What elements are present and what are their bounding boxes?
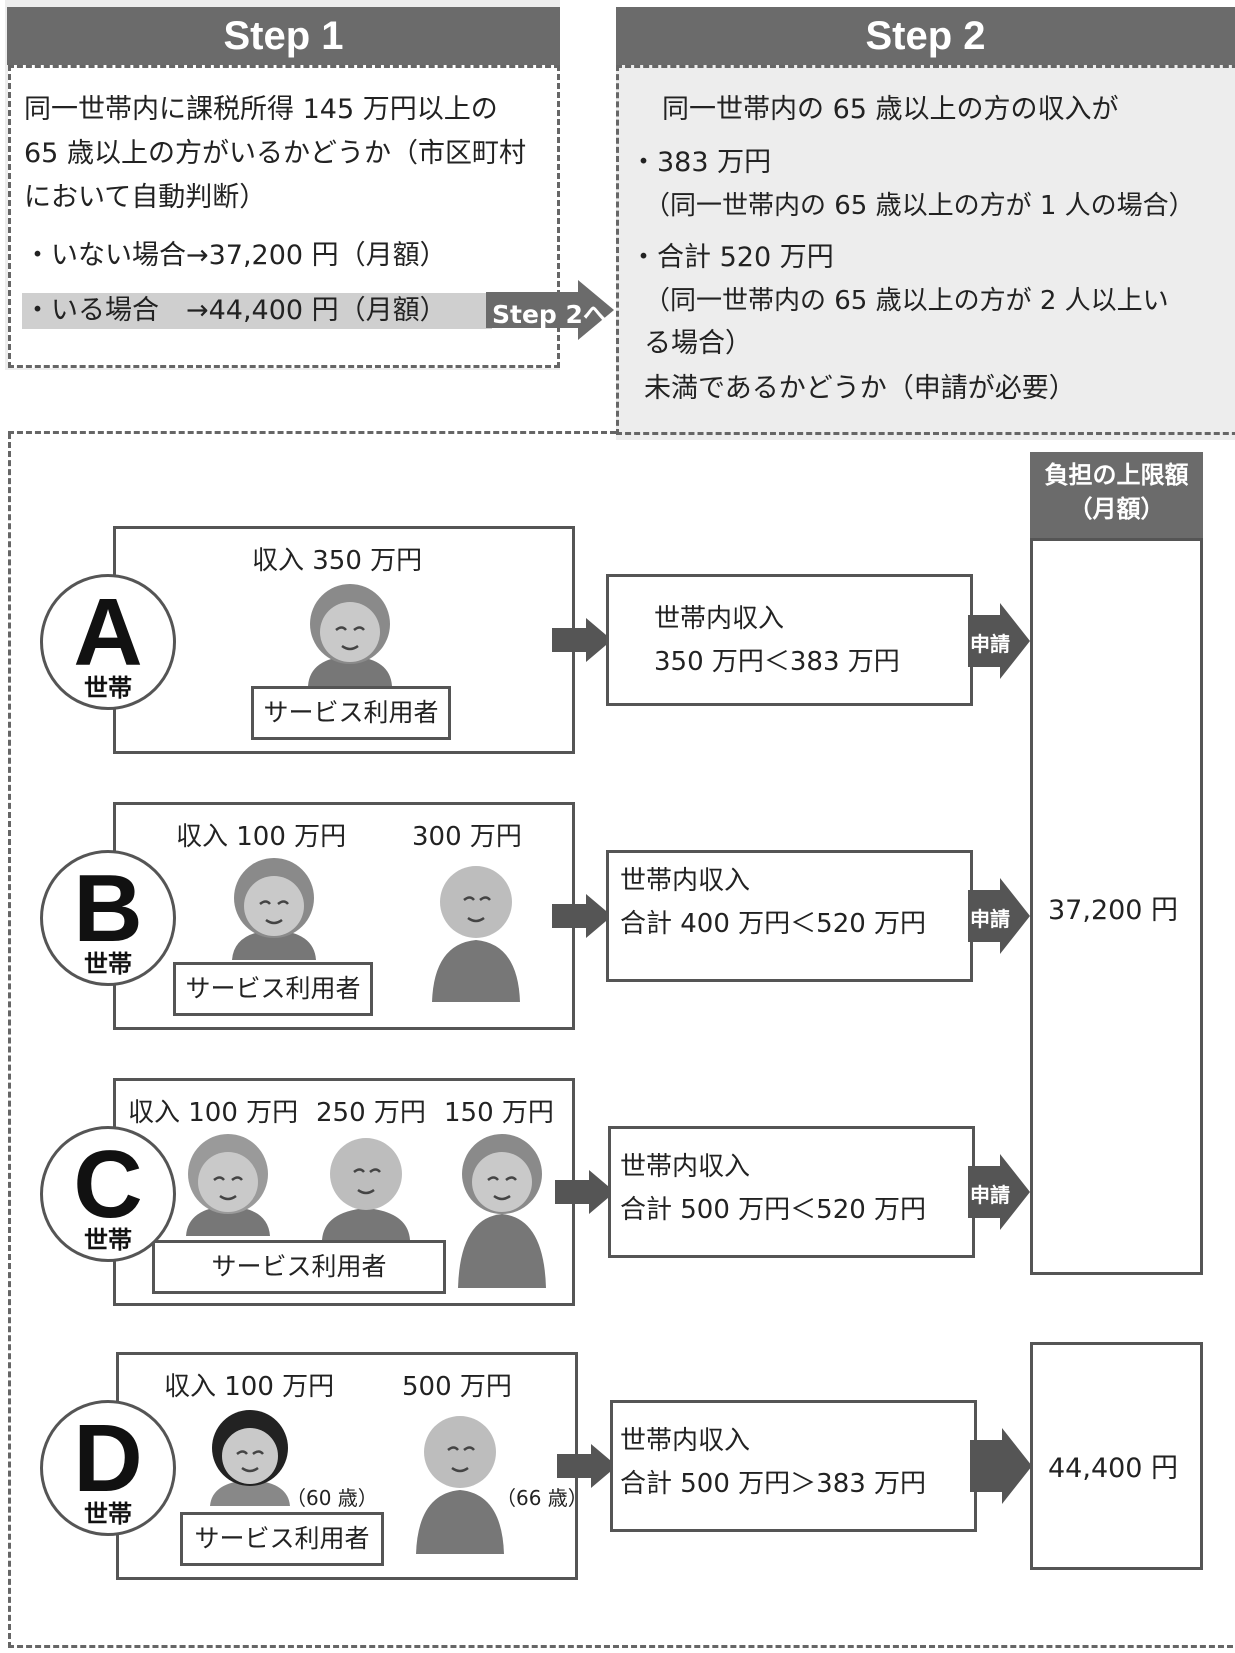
household-a-result-title: 世帯内収入 bbox=[654, 604, 785, 634]
step2-item2-note2: る場合） bbox=[644, 328, 752, 359]
step2-box bbox=[616, 65, 1235, 435]
household-c-result-compare: 合計 500 万円＜520 万円 bbox=[620, 1195, 927, 1225]
household-d-result-compare: 合計 500 万円＞383 万円 bbox=[620, 1469, 927, 1499]
limit-high-amount: 44,400 円 bbox=[1048, 1453, 1179, 1484]
household-b-arrow-icon bbox=[552, 894, 612, 938]
household-a-apply-label: 申請 bbox=[970, 632, 1010, 656]
step2-item1-note: （同一世帯内の 65 歳以上の方が 1 人の場合） bbox=[644, 191, 1195, 221]
households-top-edge bbox=[8, 431, 616, 434]
limit-high-box bbox=[1030, 1342, 1203, 1570]
household-a-suffix: 世帯 bbox=[84, 674, 132, 702]
step2-item2: ・合計 520 万円 bbox=[630, 242, 834, 273]
household-b-result-compare: 合計 400 万円＜520 万円 bbox=[620, 909, 927, 939]
household-b-apply-label: 申請 bbox=[970, 907, 1010, 931]
step1-header: Step 1 bbox=[7, 7, 560, 65]
household-c-apply-arrow-icon bbox=[968, 1154, 1030, 1230]
household-b-service-user: サービス利用者 bbox=[173, 962, 373, 1016]
household-d-age-2: （66 歳） bbox=[496, 1486, 588, 1510]
household-c-service-user: サービス利用者 bbox=[152, 1240, 446, 1294]
household-a-income-1: 収入 350 万円 bbox=[252, 546, 423, 576]
household-d-age-1: （60 歳） bbox=[286, 1486, 378, 1510]
household-d-arrow-icon bbox=[557, 1444, 617, 1488]
step2-intro: 同一世帯内の 65 歳以上の方の収入が bbox=[662, 94, 1119, 125]
limit-header-line1: 負担の上限額 bbox=[1044, 461, 1189, 489]
limit-low-amount: 37,200 円 bbox=[1048, 895, 1179, 926]
household-b-income-2: 300 万円 bbox=[412, 822, 522, 852]
household-a-result-compare: 350 万円＜383 万円 bbox=[654, 647, 900, 677]
household-a-apply-arrow-icon bbox=[968, 603, 1030, 679]
step2-item2-note1: （同一世帯内の 65 歳以上の方が 2 人以上い bbox=[644, 286, 1169, 316]
household-c-letter: C bbox=[73, 1131, 143, 1238]
household-a-arrow-icon bbox=[552, 618, 612, 662]
step1-line-1: 同一世帯内に課税所得 145 万円以上の bbox=[24, 94, 498, 125]
step2-item1: ・383 万円 bbox=[630, 147, 772, 178]
limit-header-line2: （月額） bbox=[1068, 495, 1165, 523]
elderly-man-icon bbox=[416, 1416, 504, 1554]
elderly-man-icon bbox=[432, 866, 520, 1002]
household-b-suffix: 世帯 bbox=[84, 950, 132, 978]
household-d-circle: D 世帯 bbox=[40, 1400, 176, 1536]
household-c-result-title: 世帯内収入 bbox=[620, 1152, 751, 1182]
household-d-result-title: 世帯内収入 bbox=[620, 1426, 751, 1456]
to-step2-arrow bbox=[486, 280, 614, 340]
household-a-service-user: サービス利用者 bbox=[251, 686, 451, 740]
step1-case-no: ・いない場合→37,200 円（月額） bbox=[24, 240, 447, 271]
step2-outro: 未満であるかどうか（申請が必要） bbox=[644, 373, 1076, 404]
household-d-income-2: 500 万円 bbox=[402, 1372, 512, 1402]
household-b-result-title: 世帯内収入 bbox=[620, 866, 751, 896]
household-b-letter: B bbox=[73, 855, 143, 962]
household-d-service-user: サービス利用者 bbox=[180, 1512, 384, 1566]
households-region bbox=[8, 433, 1233, 1648]
household-b-apply-arrow-icon bbox=[968, 878, 1030, 954]
step1-case-yes: ・いる場合 →44,400 円（月額） bbox=[24, 295, 447, 326]
household-c-result-box bbox=[608, 1126, 975, 1258]
elderly-woman-icon bbox=[186, 1134, 270, 1236]
household-d-income-1: 収入 100 万円 bbox=[164, 1372, 335, 1402]
household-a-letter: A bbox=[73, 579, 143, 686]
household-c-income-1: 収入 100 万円 bbox=[128, 1098, 299, 1128]
household-a-circle: A 世帯 bbox=[40, 574, 176, 710]
household-c-arrow-icon bbox=[555, 1170, 615, 1214]
household-b-circle: B 世帯 bbox=[40, 850, 176, 986]
step2-bg bbox=[616, 65, 1235, 440]
household-c-income-3: 150 万円 bbox=[444, 1098, 554, 1128]
elderly-woman-icon bbox=[308, 584, 392, 686]
household-c-income-2: 250 万円 bbox=[316, 1098, 426, 1128]
household-d-limit-arrow-icon bbox=[970, 1428, 1032, 1504]
household-d-suffix: 世帯 bbox=[84, 1500, 132, 1528]
limit-low-box bbox=[1030, 538, 1203, 1275]
woman-icon bbox=[210, 1410, 290, 1506]
elderly-woman-icon bbox=[232, 858, 316, 960]
limit-header: 負担の上限額 （月額） bbox=[1030, 452, 1203, 540]
household-c-suffix: 世帯 bbox=[84, 1226, 132, 1254]
step1-line-3: において自動判断） bbox=[24, 182, 267, 213]
to-step2-label: Step 2へ bbox=[492, 300, 608, 329]
step1-highlight bbox=[22, 293, 492, 329]
household-b-result-box bbox=[606, 850, 973, 982]
household-b-income-1: 収入 100 万円 bbox=[176, 822, 347, 852]
household-a-result-box bbox=[606, 574, 973, 706]
household-c-circle: C 世帯 bbox=[40, 1126, 176, 1262]
step2-header: Step 2 bbox=[616, 7, 1235, 65]
elderly-man-icon bbox=[322, 1138, 410, 1240]
household-d-letter: D bbox=[73, 1405, 143, 1512]
household-c-apply-label: 申請 bbox=[970, 1183, 1010, 1207]
step1-line-2: 65 歳以上の方がいるかどうか（市区町村 bbox=[24, 138, 526, 169]
elderly-woman-icon bbox=[458, 1134, 546, 1288]
